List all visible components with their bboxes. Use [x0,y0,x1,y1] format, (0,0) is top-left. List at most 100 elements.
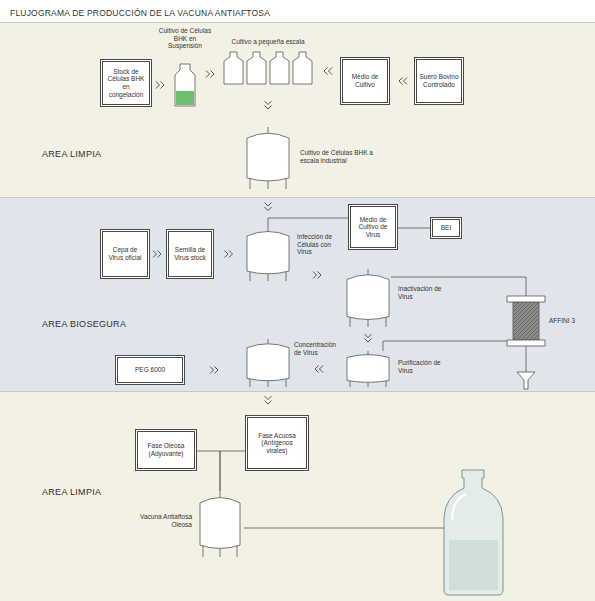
flow-connector [390,78,414,85]
tank-leg [268,273,269,281]
tank-leg [350,317,351,327]
area-label: AREA LIMPIA [42,149,101,159]
tank-leg [286,271,287,281]
process-box: Cepa de Virus oficial [100,229,150,279]
bioreactor-tank: Cultivo de Células BHK a escala industri… [245,127,291,189]
connector-line [391,277,526,296]
connector-path [314,71,340,72]
connector-path [268,85,269,127]
connector-path [291,275,345,276]
box-label: Stock de Células BHK en congelación [105,68,147,99]
tank-leg [386,317,387,327]
tank-leg [286,378,287,387]
flow-connector [150,251,166,258]
column-plate [507,340,545,346]
tank-leg [350,381,351,387]
vessel-label: AFFINI 3 [549,317,589,325]
small-bottle [224,52,243,84]
column-hatch [533,302,539,340]
tank-nozzle [368,351,369,355]
area-label: AREA LIMPIA [42,487,101,497]
flow-connector [220,451,245,491]
bottle-liquid [449,540,498,590]
flow-connector [391,277,526,296]
bioreactor-tank: Infección de Células con Virus [245,226,291,281]
box-label: Semilla de Virus stock [171,246,209,261]
vaccine-bottle [444,470,503,595]
flow-connector [214,251,245,258]
box-label: Suero Bovino Controlado [419,73,459,88]
tank-leg [386,381,387,387]
chromatography-column: AFFINI 3 [507,296,545,346]
flow-connector [197,451,220,491]
tank-nozzle [368,269,369,275]
vessel-label: Concentración de Virus [294,341,344,356]
tank-nozzle [268,226,269,232]
flow-connector [383,341,507,351]
vessel-label: Inactivación de Virus [398,285,450,300]
vessel-label: Cultivo a pequeña escala [222,38,314,46]
double-chevron [206,71,214,78]
connector-line [197,451,220,491]
vessel-label: Infección de Células con Virus [297,233,345,256]
box-label: Cepa de Virus oficial [105,246,145,261]
drain-funnel [517,372,535,389]
double-chevron [365,334,372,342]
flow-connector [314,68,340,75]
culture-flask: Cultivo de Células BHK en Suspensión [170,63,200,107]
connector-path [291,369,345,370]
column-hatch [525,302,539,340]
flow-connector [265,85,272,127]
area-band: AREA BIOSEGURACepa de Virus oficialSemil… [0,197,595,391]
area-band: AREA LIMPIA Stock de Células BHK en conge… [0,22,595,197]
tank-shape [245,339,291,387]
vessel-label: Cultivo de Células BHK en Suspensión [156,27,214,50]
double-chevron [315,366,323,373]
connector-line [220,451,245,491]
box-label: Fase Acuosa (Antígenos virales) [250,432,304,455]
process-box: Stock de Células BHK en congelación [100,59,152,107]
tank-leg [250,178,251,189]
flow-connector [265,189,272,226]
bioreactor-tank: Vacuna Antiaftosa Oleosa [198,491,242,557]
box-label: PEG 6000 [135,366,165,374]
double-chevron [156,82,164,89]
filling-line [244,528,445,529]
column-hatch [537,302,539,340]
double-chevron [265,203,272,211]
tank-shape [198,491,242,557]
connector-path [368,327,369,351]
small-bottle [270,52,289,84]
tank-leg [203,545,204,557]
tank-nozzle [268,339,269,344]
double-chevron [265,101,272,109]
process-box: Fase Oleosa (Adyuvante) [135,429,197,471]
small-bottle [247,52,266,84]
double-chevron [225,251,233,258]
double-chevron [210,367,218,374]
flow-connector [185,367,245,374]
box-label: Fase Oleosa (Adyuvante) [140,442,192,457]
tank-shape [245,226,291,281]
flow-connector [268,218,348,226]
tank-shape [245,127,291,189]
area-band: AREA LIMPIA Fase Oleosa (Adyuvante) Fase A… [0,391,595,601]
bioreactor-tank: Purificación de Virus [345,351,391,387]
tank-body [247,344,289,381]
tank-leg [368,383,369,387]
flow-connector [398,228,430,229]
flow-connector [265,387,272,415]
process-box: BEI [430,217,462,239]
tank-body [200,498,240,549]
tank-leg [250,271,251,281]
flow-connector [291,366,345,373]
flask-liquid [176,91,194,105]
flask-shape [170,63,200,107]
tank-nozzle [220,491,221,498]
flow-connector [152,82,170,89]
flow-connector [365,327,372,351]
double-chevron [399,78,407,85]
double-chevron [324,68,332,75]
connector-path [152,85,170,86]
